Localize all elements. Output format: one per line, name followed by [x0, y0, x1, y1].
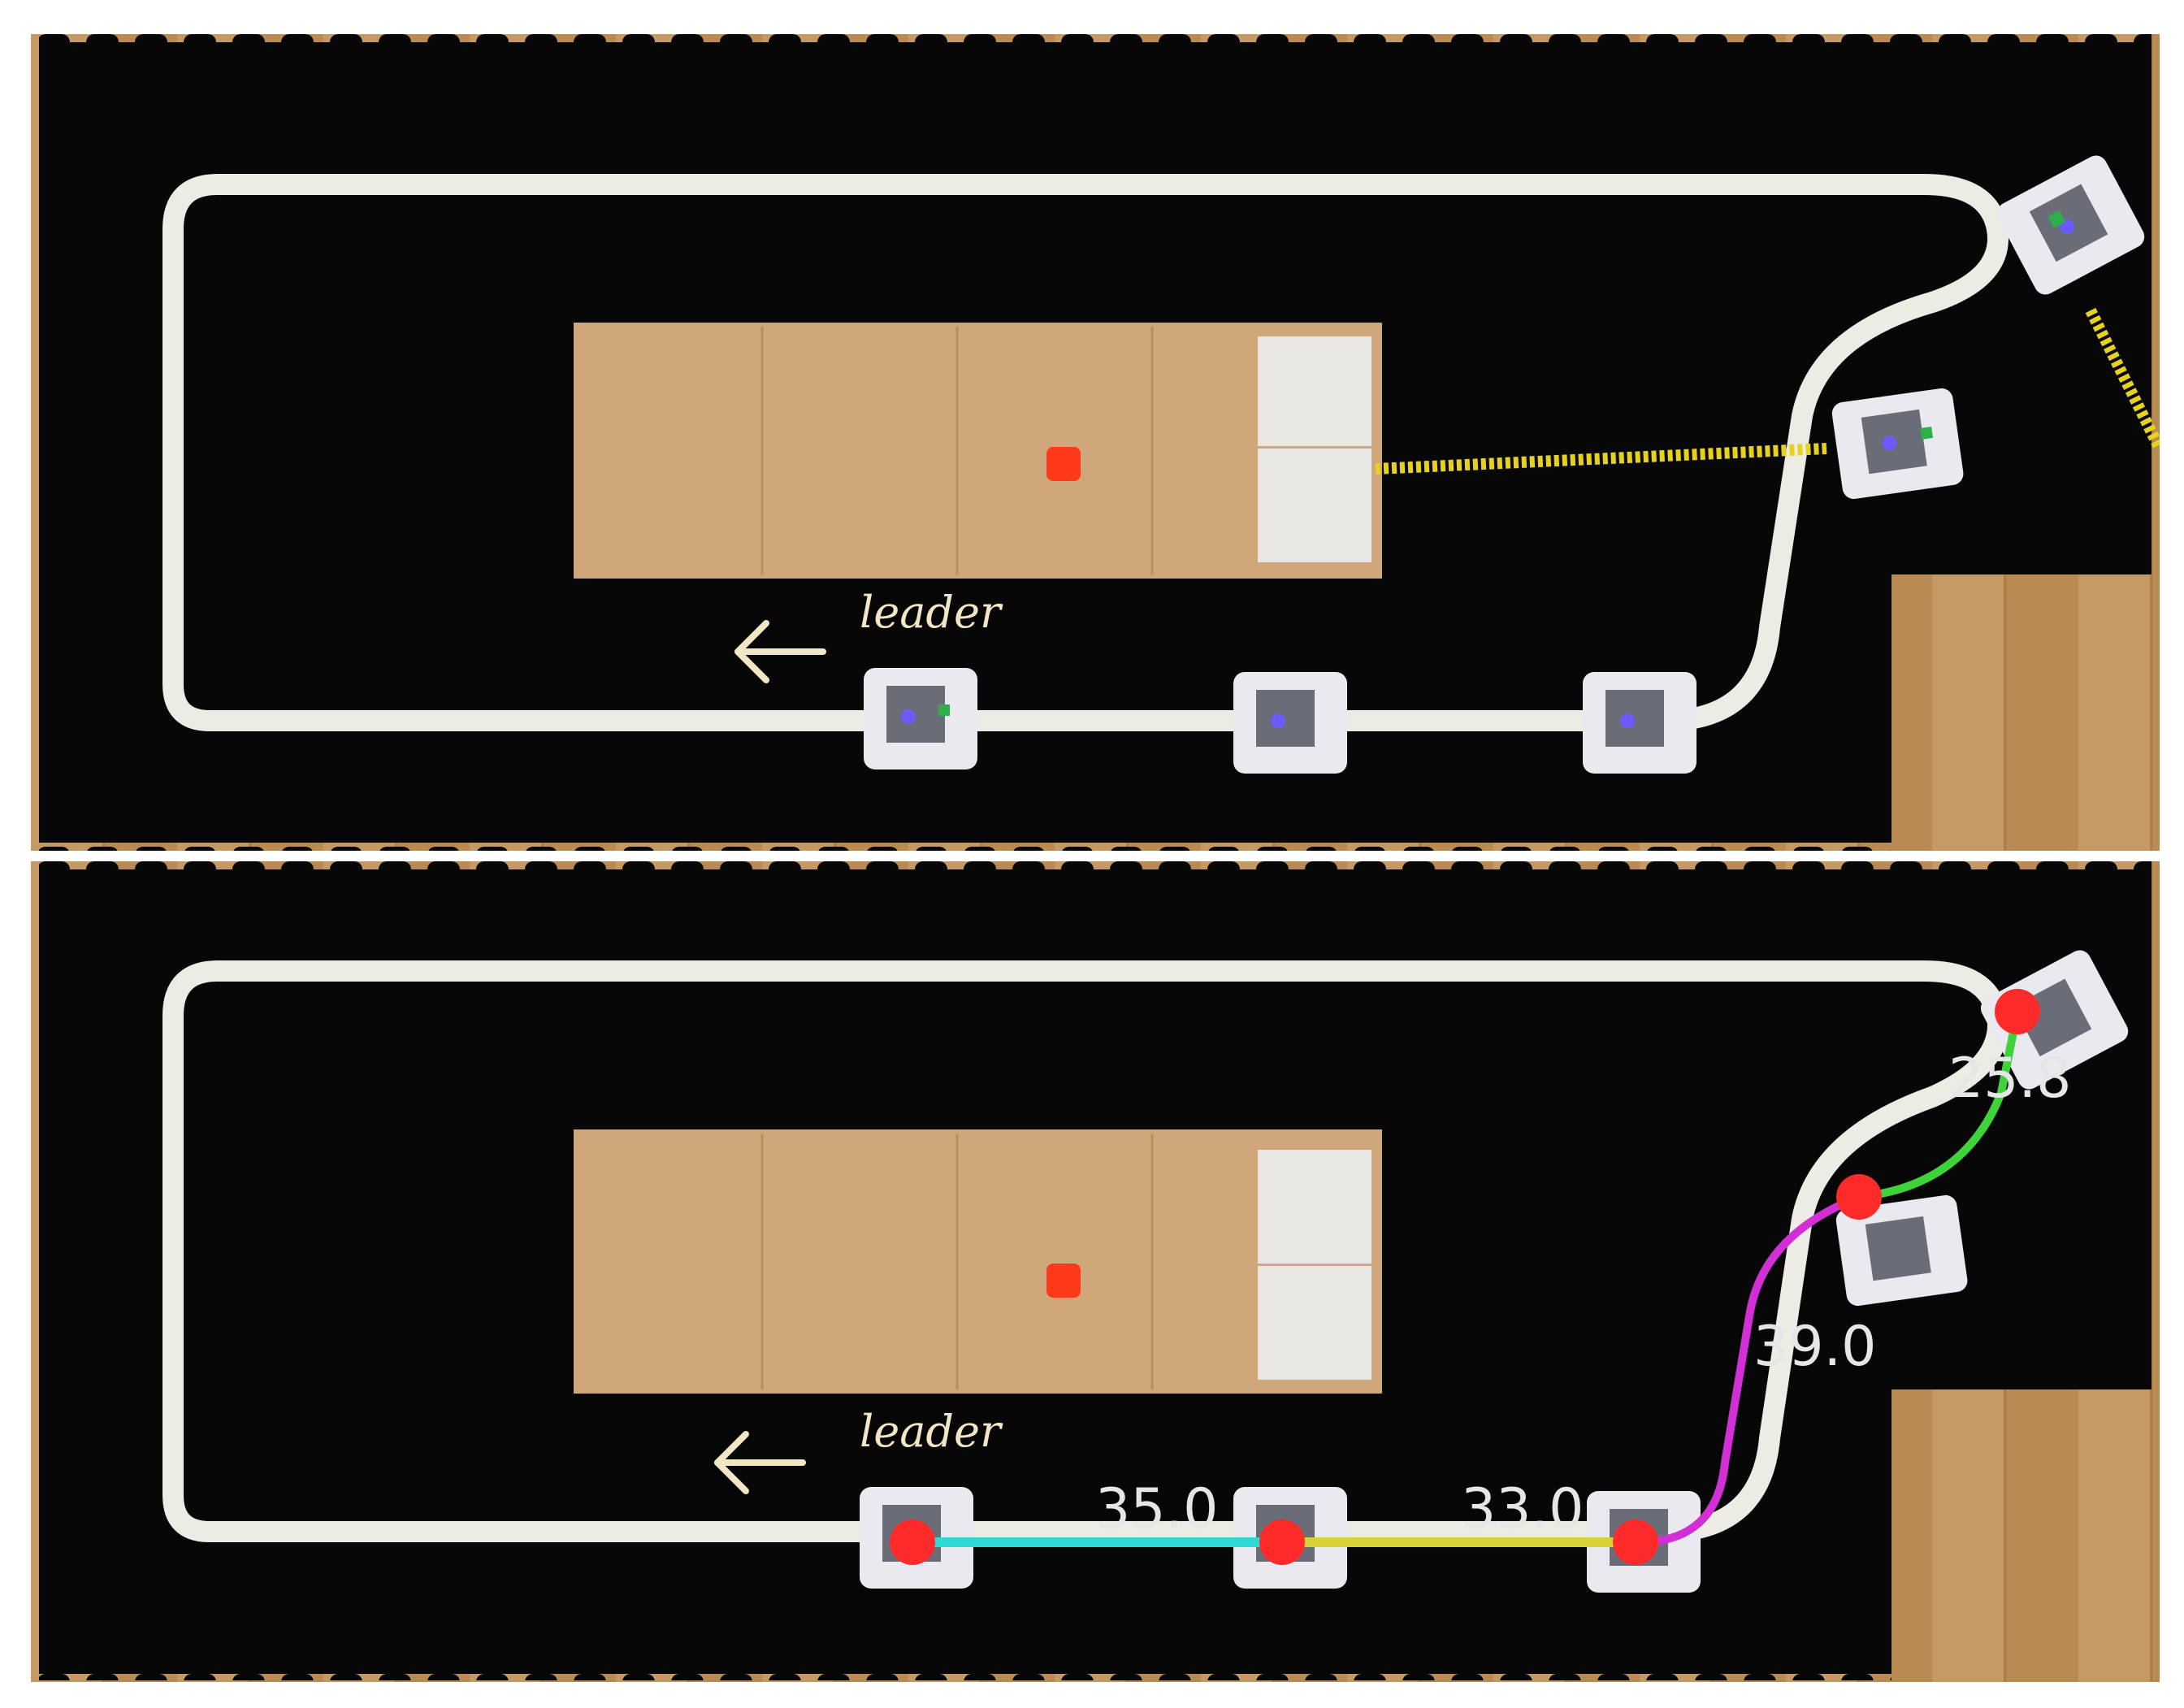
- distance-label-2: 33.0: [1461, 1477, 1584, 1541]
- lidar-beam: [1375, 443, 1827, 475]
- robot-leader: [864, 668, 977, 769]
- distance-label-4: 25.8: [1948, 1047, 2071, 1111]
- robot-follower-1: [1233, 672, 1347, 774]
- leader-label: leader: [860, 1406, 1003, 1457]
- red-marker: [1046, 447, 1081, 481]
- mat-puzzle-edge-top: [39, 34, 2152, 52]
- white-box: [1258, 1150, 1372, 1264]
- red-marker: [1046, 1264, 1081, 1298]
- mat-puzzle-edge-bottom: [39, 834, 1892, 851]
- robot-follower-4: [1996, 155, 2145, 295]
- link-green: [1858, 1011, 2022, 1201]
- robot-follower-2: [1583, 672, 1696, 774]
- track-line: [162, 960, 2008, 1542]
- robot-marker: [1259, 1519, 1305, 1565]
- robot-marker: [1613, 1519, 1658, 1565]
- link-magenta: [1635, 1193, 1861, 1547]
- robot-follower-3: [1835, 1194, 1968, 1307]
- robot-marker: [1836, 1174, 1882, 1220]
- robot-follower-3: [1831, 388, 1964, 500]
- distance-label-1: 35.0: [1095, 1477, 1218, 1541]
- mat-puzzle-edge-top: [39, 861, 2152, 879]
- track-line: [162, 174, 2008, 731]
- robot-marker: [1995, 989, 2040, 1034]
- bottom-panel: 35.0 33.0 39.0 25.8 leader: [31, 861, 2160, 1682]
- leader-arrow-icon: [734, 620, 826, 683]
- white-box: [1258, 336, 1372, 446]
- top-panel: leader: [31, 34, 2160, 851]
- leader-arrow-icon: [714, 1431, 806, 1494]
- center-mat: [574, 323, 1382, 579]
- top-scene: leader: [31, 34, 2160, 851]
- distance-label-3: 39.0: [1753, 1315, 1876, 1379]
- white-box: [1258, 449, 1372, 562]
- robot-marker: [890, 1519, 935, 1565]
- mat-puzzle-edge-bottom: [39, 1664, 1892, 1680]
- leader-label: leader: [860, 587, 1003, 638]
- white-box: [1258, 1266, 1372, 1380]
- bottom-scene: 35.0 33.0 39.0 25.8 leader: [31, 861, 2160, 1682]
- center-mat: [574, 1129, 1382, 1394]
- lidar-beam: [2085, 307, 2160, 452]
